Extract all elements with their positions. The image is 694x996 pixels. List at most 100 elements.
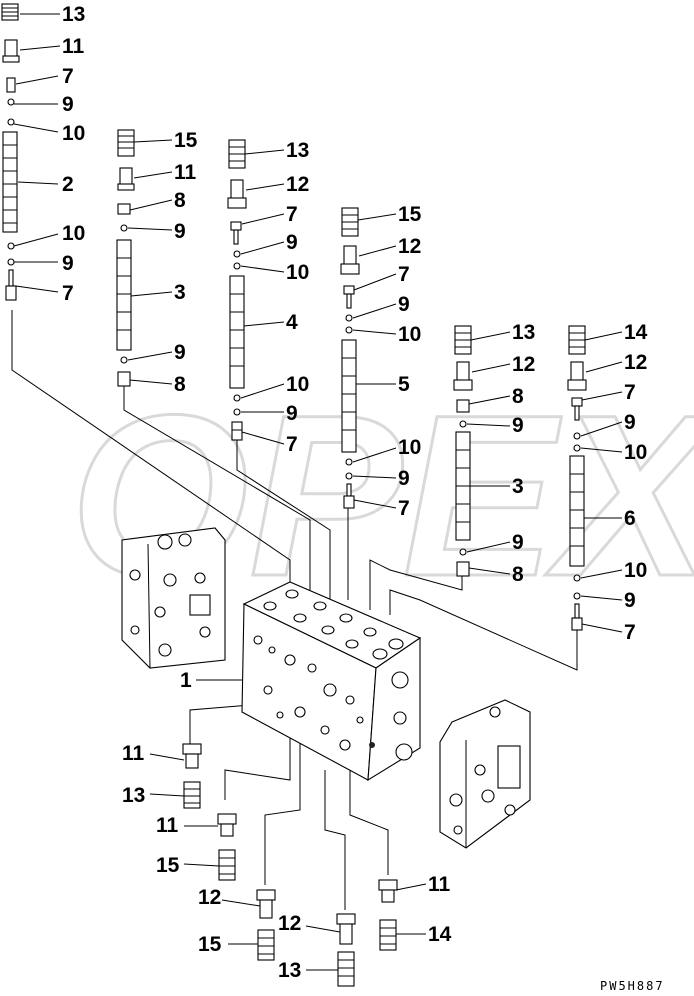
spring-13	[183, 781, 201, 809]
callout-13: 13	[278, 959, 301, 982]
callout-8: 8	[174, 373, 186, 396]
column-6-parts	[567, 325, 587, 631]
callout-5: 5	[398, 373, 410, 396]
retainer-11	[2, 39, 20, 63]
o-ring-9	[233, 250, 241, 258]
column-4-parts	[340, 207, 360, 509]
callout-9: 9	[624, 589, 636, 612]
callout-7: 7	[286, 433, 298, 456]
retainer-11	[217, 813, 237, 837]
callout-15: 15	[174, 129, 198, 152]
plug-8	[117, 203, 131, 215]
retainer-11	[378, 879, 398, 903]
ring-10	[233, 394, 241, 402]
callout-10: 10	[624, 559, 647, 582]
o-ring-9	[459, 548, 467, 556]
plug-7	[5, 269, 17, 301]
o-ring-9	[7, 258, 15, 266]
callout-14: 14	[428, 923, 452, 946]
callout-14: 14	[624, 321, 648, 344]
valve-block-side-ports	[391, 671, 413, 761]
spring-13	[337, 951, 355, 987]
ring-10	[573, 574, 581, 582]
retainer-12	[256, 889, 276, 919]
callout-2: 2	[62, 173, 74, 196]
callout-9: 9	[62, 252, 74, 275]
callout-12: 12	[278, 912, 301, 935]
spool-6	[569, 455, 585, 567]
spool-5	[341, 339, 357, 453]
spring-13	[454, 325, 472, 355]
plug-7	[343, 483, 355, 509]
spring-15	[117, 129, 135, 157]
spool-4	[229, 275, 245, 389]
callout-labels: 13 11 7 9 10 2 10 9 7 15 11 8 9 3 9 8 13…	[62, 3, 648, 982]
callout-9: 9	[286, 402, 298, 425]
callout-11: 11	[122, 742, 145, 765]
callout-12: 12	[512, 353, 535, 376]
leader-lines	[13, 13, 623, 971]
callout-10: 10	[62, 222, 85, 245]
callout-15: 15	[198, 933, 222, 956]
ring-10	[345, 326, 353, 334]
plug-8	[117, 371, 131, 387]
spring-14	[568, 325, 586, 355]
callout-12: 12	[624, 351, 647, 374]
callout-13: 13	[512, 321, 535, 344]
ring-10	[233, 262, 241, 270]
callout-7: 7	[62, 65, 74, 88]
plug-7	[231, 421, 243, 441]
callout-10: 10	[398, 436, 421, 459]
callout-7: 7	[62, 282, 74, 305]
callout-15: 15	[156, 854, 180, 877]
spring-14	[379, 919, 397, 951]
callout-9: 9	[624, 411, 636, 434]
callout-12: 12	[398, 235, 421, 258]
callout-12: 12	[198, 886, 221, 909]
ring-10	[7, 242, 15, 250]
callout-9: 9	[512, 414, 524, 437]
plug-7	[6, 77, 16, 93]
spool-3	[116, 239, 132, 351]
retainer-12	[453, 361, 473, 391]
column-5-parts	[453, 325, 473, 577]
ring-10	[7, 118, 15, 126]
callout-8: 8	[512, 563, 524, 586]
o-ring-9	[573, 592, 581, 600]
callout-7: 7	[624, 381, 636, 404]
callout-7: 7	[624, 621, 636, 644]
ring-10	[573, 444, 581, 452]
o-ring-9	[573, 432, 581, 440]
plug-7	[343, 285, 355, 309]
callout-9: 9	[398, 293, 410, 316]
callout-9: 9	[62, 93, 74, 116]
o-ring-9	[345, 314, 353, 322]
o-ring-9	[7, 98, 15, 106]
spool-2	[2, 131, 18, 233]
callout-3: 3	[512, 475, 524, 498]
callout-8: 8	[174, 189, 186, 212]
callout-9: 9	[286, 231, 298, 254]
valve-block-top-ports	[263, 589, 404, 660]
callout-12: 12	[286, 173, 309, 196]
o-ring-9	[345, 472, 353, 480]
valve-block-1	[241, 581, 422, 782]
o-ring-9	[120, 356, 128, 364]
callout-11: 11	[428, 873, 451, 896]
callout-3: 3	[174, 281, 186, 304]
column-1-parts	[1, 3, 20, 301]
o-ring-9	[120, 224, 128, 232]
retainer-11	[117, 167, 135, 191]
plug-8	[456, 399, 470, 413]
spring-13	[228, 139, 246, 169]
callout-7: 7	[398, 497, 410, 520]
o-ring-9	[233, 408, 241, 416]
spring-13	[1, 3, 19, 21]
callout-9: 9	[174, 220, 186, 243]
callout-9: 9	[512, 531, 524, 554]
side-cover-left	[121, 527, 226, 669]
callout-10: 10	[398, 323, 421, 346]
column-3-parts	[227, 139, 247, 441]
column-2-parts	[116, 129, 135, 387]
